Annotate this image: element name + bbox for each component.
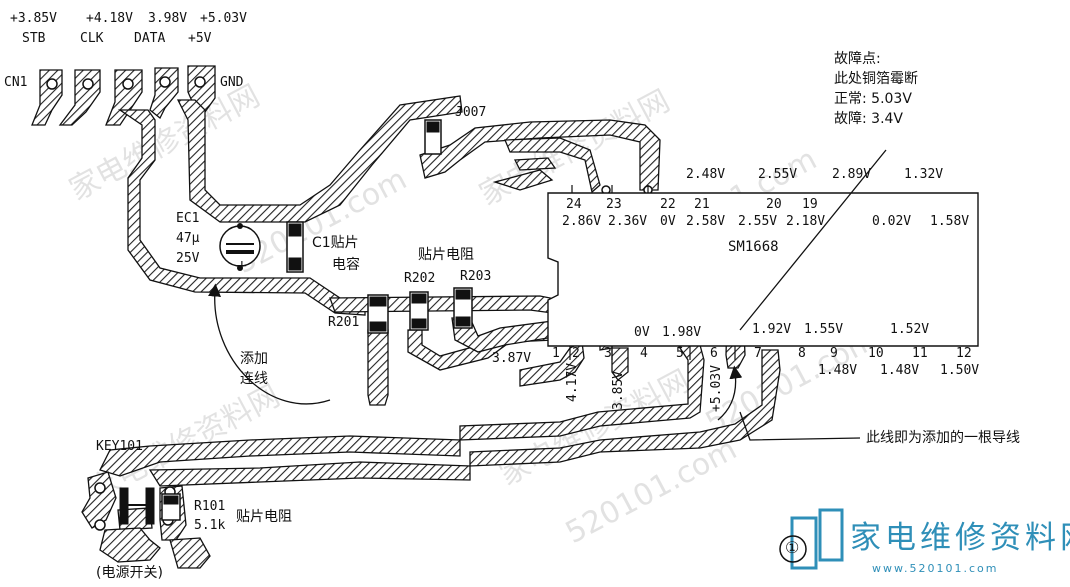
trace-voltage-pin3: 3.85V xyxy=(611,370,626,410)
r101-label: R101 xyxy=(194,499,226,514)
ic-pin1-label: 1 xyxy=(552,346,560,361)
ic-bottom-voltage-upper-4: 1.55V xyxy=(804,322,844,337)
ic-top-voltage-lower-5: 2.55V xyxy=(738,214,778,229)
j007-label: J007 xyxy=(455,105,487,120)
ic-top-voltage-lower-3: 0V xyxy=(660,214,676,229)
ic-pin-10: 10 xyxy=(868,346,884,361)
fault-note-line1: 故障点: xyxy=(834,51,881,67)
ic-body xyxy=(547,192,979,347)
ic-pin-24: 24 xyxy=(566,197,582,212)
ec1-voltage: 25V xyxy=(176,251,200,266)
ic-top-voltage-upper-2: 2.55V xyxy=(758,167,798,182)
ic-pin-21: 21 xyxy=(694,197,710,212)
cn1-pin3-signal: DATA xyxy=(134,31,166,46)
ic-top-voltage-upper-1: 2.48V xyxy=(686,167,726,182)
ec1-label: EC1 xyxy=(176,211,200,226)
smd-resistor-title: 贴片电阻 xyxy=(418,247,474,263)
ic-pin-5: 5 xyxy=(676,346,684,361)
ic-top-voltage-upper-3: 2.89V xyxy=(832,167,872,182)
ic-pin-22: 22 xyxy=(660,197,676,212)
ic-top-voltage-lower-8: 1.58V xyxy=(930,214,970,229)
ic-top-voltage-lower-7: 0.02V xyxy=(872,214,912,229)
ic-name-label: SM1668 xyxy=(728,239,779,255)
cn1-pin2-voltage: +4.18V xyxy=(86,11,133,26)
trace-voltage-r-node: 3.87V xyxy=(492,351,532,366)
cn1-pin4-voltage: +5.03V xyxy=(200,11,247,26)
ic-pin-4: 4 xyxy=(640,346,648,361)
ic-pin-19: 19 xyxy=(802,197,818,212)
c1-label-line2: 电容 xyxy=(332,257,360,273)
ic-bottom-voltage-upper-1: 0V xyxy=(634,325,650,340)
site-logo-url: www.520101.com xyxy=(872,562,999,575)
power-switch-label: (电源开关) xyxy=(96,565,163,581)
ic-pin-9: 9 xyxy=(830,346,838,361)
figure-number: ① xyxy=(785,538,800,557)
r101-description: 贴片电阻 xyxy=(236,509,292,525)
ic-pin-6: 6 xyxy=(710,346,718,361)
fault-note-line4: 故障: 3.4V xyxy=(834,111,904,127)
cn1-pin3-voltage: 3.98V xyxy=(148,11,188,26)
ic-top-voltage-upper-4: 1.32V xyxy=(904,167,944,182)
site-logo-mark xyxy=(790,508,844,570)
cn1-pin1-signal: STB xyxy=(22,31,46,46)
ic-pin-11: 11 xyxy=(912,346,928,361)
ic-top-voltage-lower-1: 2.86V xyxy=(562,214,602,229)
trace-voltage-pin6: +5.03V xyxy=(709,365,724,412)
ic-bottom-voltage-upper-2: 1.98V xyxy=(662,325,702,340)
ec1-capacitor: + xyxy=(219,223,261,274)
added-wire-note: 此线即为添加的一根导线 xyxy=(866,430,1020,446)
add-wire-label-line1: 添加 xyxy=(240,351,268,367)
ic-top-voltage-lower-6: 2.18V xyxy=(786,214,826,229)
ic-top-voltage-lower-4: 2.58V xyxy=(686,214,726,229)
ic-pin-7: 7 xyxy=(754,346,762,361)
ic-bottom-voltage-upper-5: 1.52V xyxy=(890,322,930,337)
ic-top-voltage-lower-2: 2.36V xyxy=(608,214,648,229)
trace-voltage-pin2: 4.17V xyxy=(565,362,580,402)
ic-pin-3: 3 xyxy=(604,346,612,361)
site-logo-title: 家电维修资料网 xyxy=(850,520,1070,556)
fault-note-line2: 此处铜箔霉断 xyxy=(834,71,918,87)
cn1-pin2-signal: CLK xyxy=(80,31,104,46)
gnd-label: GND xyxy=(220,75,244,90)
fault-note-line3: 正常: 5.03V xyxy=(834,91,912,107)
ic-pin-8: 8 xyxy=(798,346,806,361)
ic-pin-23: 23 xyxy=(606,197,622,212)
cn1-label: CN1 xyxy=(4,75,28,90)
add-wire-label-line2: 连线 xyxy=(240,371,268,387)
ic-pin-2: 2 xyxy=(572,346,580,361)
ic-pin-12: 12 xyxy=(956,346,972,361)
r203-label: R203 xyxy=(460,269,492,284)
ic-bottom-voltage-lower-1: 1.48V xyxy=(818,363,858,378)
cn1-pin1-voltage: +3.85V xyxy=(10,11,57,26)
key101-label: KEY101 xyxy=(96,439,143,454)
ic-bottom-voltage-lower-2: 1.48V xyxy=(880,363,920,378)
cn1-pin4-signal: +5V xyxy=(188,31,212,46)
ic-bottom-voltage-upper-3: 1.92V xyxy=(752,322,792,337)
r101-value: 5.1k xyxy=(194,518,226,533)
r202-label: R202 xyxy=(404,271,436,286)
ic-pin-20: 20 xyxy=(766,197,782,212)
r201-label: R201 xyxy=(328,315,360,330)
ic-bottom-voltage-lower-3: 1.50V xyxy=(940,363,980,378)
c1-label-line1: C1贴片 xyxy=(312,235,359,251)
ec1-capacitance: 47μ xyxy=(176,231,200,246)
